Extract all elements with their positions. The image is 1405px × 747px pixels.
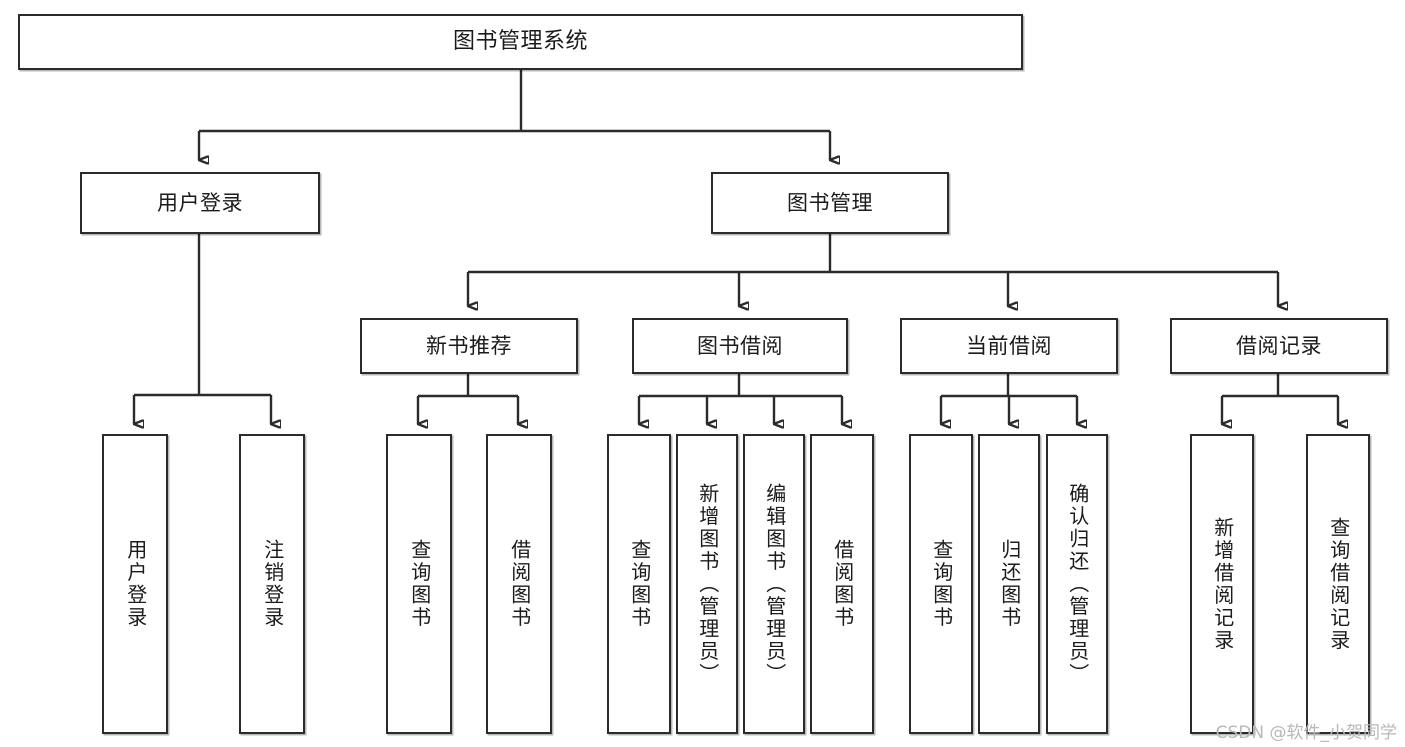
node-leaf-currentborrow-query-book[interactable]: 查询图书 — [909, 434, 973, 734]
csdn-watermark: CSDN @软件_小贺同学 — [1215, 723, 1397, 743]
node-leaf-user-login[interactable]: 用户登录 — [102, 434, 168, 734]
node-leaf-currentborrow-confirm-return-admin[interactable]: 确认归还（管理员） — [1046, 434, 1108, 734]
node-user-login[interactable]: 用户登录 — [80, 172, 320, 234]
node-borrow-record-label: 借阅记录 — [1236, 333, 1322, 358]
node-leaf-currentborrow-query-book-label: 查询图书 — [929, 539, 954, 629]
node-new-book-recommend[interactable]: 新书推荐 — [360, 318, 578, 374]
node-leaf-newbook-query-book[interactable]: 查询图书 — [386, 434, 452, 734]
node-leaf-currentborrow-return-book[interactable]: 归还图书 — [978, 434, 1040, 734]
node-leaf-bookborrow-borrow-book[interactable]: 借阅图书 — [810, 434, 874, 734]
node-borrow-record[interactable]: 借阅记录 — [1170, 318, 1388, 374]
node-leaf-logout-label: 注销登录 — [260, 539, 285, 629]
node-root-label: 图书管理系统 — [452, 29, 588, 55]
node-leaf-currentborrow-return-book-label: 归还图书 — [997, 539, 1022, 629]
node-book-borrow-label: 图书借阅 — [697, 333, 783, 358]
node-user-login-label: 用户登录 — [157, 190, 243, 215]
node-leaf-bookborrow-edit-book-admin-label: 编辑图书（管理员） — [762, 482, 787, 686]
node-leaf-bookborrow-add-book-admin[interactable]: 新增图书（管理员） — [676, 434, 738, 734]
node-leaf-bookborrow-query-book-label: 查询图书 — [627, 539, 652, 629]
node-leaf-newbook-query-book-label: 查询图书 — [407, 539, 432, 629]
node-leaf-add-borrow-record-label: 新增借阅记录 — [1210, 516, 1235, 652]
node-leaf-newbook-borrow-book[interactable]: 借阅图书 — [486, 434, 552, 734]
node-leaf-query-borrow-record[interactable]: 查询借阅记录 — [1306, 434, 1370, 734]
node-current-borrow[interactable]: 当前借阅 — [900, 318, 1118, 374]
node-leaf-query-borrow-record-label: 查询借阅记录 — [1326, 516, 1351, 652]
node-new-book-recommend-label: 新书推荐 — [426, 333, 512, 358]
node-leaf-logout[interactable]: 注销登录 — [239, 434, 305, 734]
node-leaf-bookborrow-edit-book-admin[interactable]: 编辑图书（管理员） — [743, 434, 805, 734]
node-leaf-add-borrow-record[interactable]: 新增借阅记录 — [1190, 434, 1254, 734]
node-book-management-label: 图书管理 — [787, 190, 873, 215]
node-root-book-management-system[interactable]: 图书管理系统 — [18, 14, 1023, 70]
node-leaf-newbook-borrow-book-label: 借阅图书 — [507, 539, 532, 629]
node-book-borrow[interactable]: 图书借阅 — [632, 318, 848, 374]
node-leaf-currentborrow-confirm-return-admin-label: 确认归还（管理员） — [1065, 482, 1090, 686]
node-book-management[interactable]: 图书管理 — [711, 172, 949, 234]
node-leaf-user-login-label: 用户登录 — [123, 539, 148, 629]
node-leaf-bookborrow-query-book[interactable]: 查询图书 — [607, 434, 671, 734]
node-leaf-bookborrow-borrow-book-label: 借阅图书 — [830, 539, 855, 629]
node-leaf-bookborrow-add-book-admin-label: 新增图书（管理员） — [695, 482, 720, 686]
node-current-borrow-label: 当前借阅 — [966, 333, 1052, 358]
